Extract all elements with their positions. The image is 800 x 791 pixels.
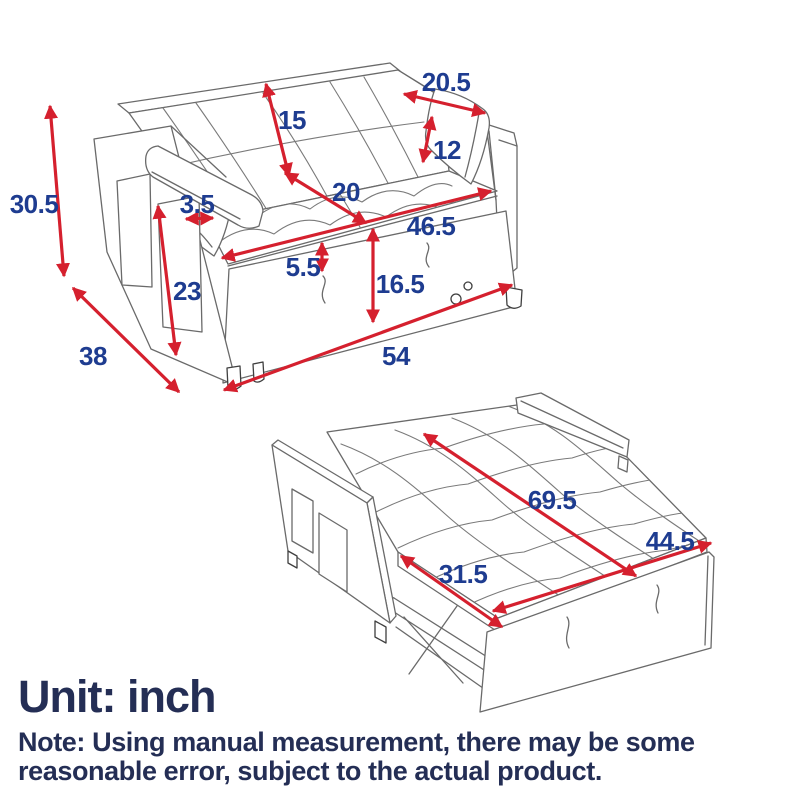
- dim-label-pullout-depth: 31.5: [438, 559, 488, 589]
- arrow-arm-front-height: [152, 204, 182, 357]
- bed-leg: [287, 550, 298, 569]
- dim-label-armrest-thickness: 3.5: [179, 189, 215, 219]
- arrow-inner-seat-width: [220, 187, 493, 262]
- arrow-backrest-height: [262, 82, 293, 178]
- arrow-overall-depth: [71, 286, 181, 394]
- arrow-overall-width: [222, 282, 514, 393]
- bed-leg: [374, 620, 387, 644]
- measurement-note-line2: reasonable error, subject to the actual …: [18, 756, 602, 786]
- dim-label-bed-length: 69.5: [527, 485, 577, 515]
- arrow-pillow-width: [402, 90, 487, 117]
- dim-label-bed-width: 44.5: [645, 526, 695, 556]
- dim-label-overall-width: 54: [382, 341, 410, 371]
- dimension-arrows: [44, 82, 713, 629]
- dim-label-pillow-height: 12: [433, 135, 461, 165]
- unit-title: Unit: inch: [18, 671, 216, 722]
- sofa-leg: [505, 286, 523, 309]
- dim-label-arm-front-height: 23: [173, 276, 201, 306]
- bed-arm-pocket: [291, 488, 314, 554]
- dim-label-inner-seat-width: 46.5: [406, 211, 456, 241]
- arrow-armrest-thickness: [184, 211, 215, 226]
- dim-label-seat-height: 16.5: [375, 269, 425, 299]
- dim-label-pillow-width: 20.5: [421, 67, 471, 97]
- measurement-note: Note: Using manual measurement, there ma…: [18, 728, 718, 786]
- arrow-pillow-height: [418, 115, 437, 164]
- arrow-overall-height: [44, 104, 70, 278]
- dim-label-overall-height: 30.5: [9, 189, 59, 219]
- dim-label-backrest-height: 15: [278, 105, 306, 135]
- sofa-closed-drawing: [93, 62, 523, 391]
- sofa-arm-pocket: [116, 173, 153, 288]
- sofa-caster: [463, 281, 473, 291]
- bed-handle: [565, 616, 570, 649]
- dim-label-cushion-thickness: 5.5: [285, 252, 321, 282]
- arrow-bed-width: [491, 540, 713, 614]
- dim-label-overall-depth: 38: [79, 341, 107, 371]
- dim-label-seat-depth: 20: [332, 177, 360, 207]
- arrow-pullout-depth: [399, 554, 504, 629]
- measurement-note-line1: Note: Using manual measurement, there ma…: [18, 727, 695, 757]
- bed-arm-pocket: [318, 512, 348, 593]
